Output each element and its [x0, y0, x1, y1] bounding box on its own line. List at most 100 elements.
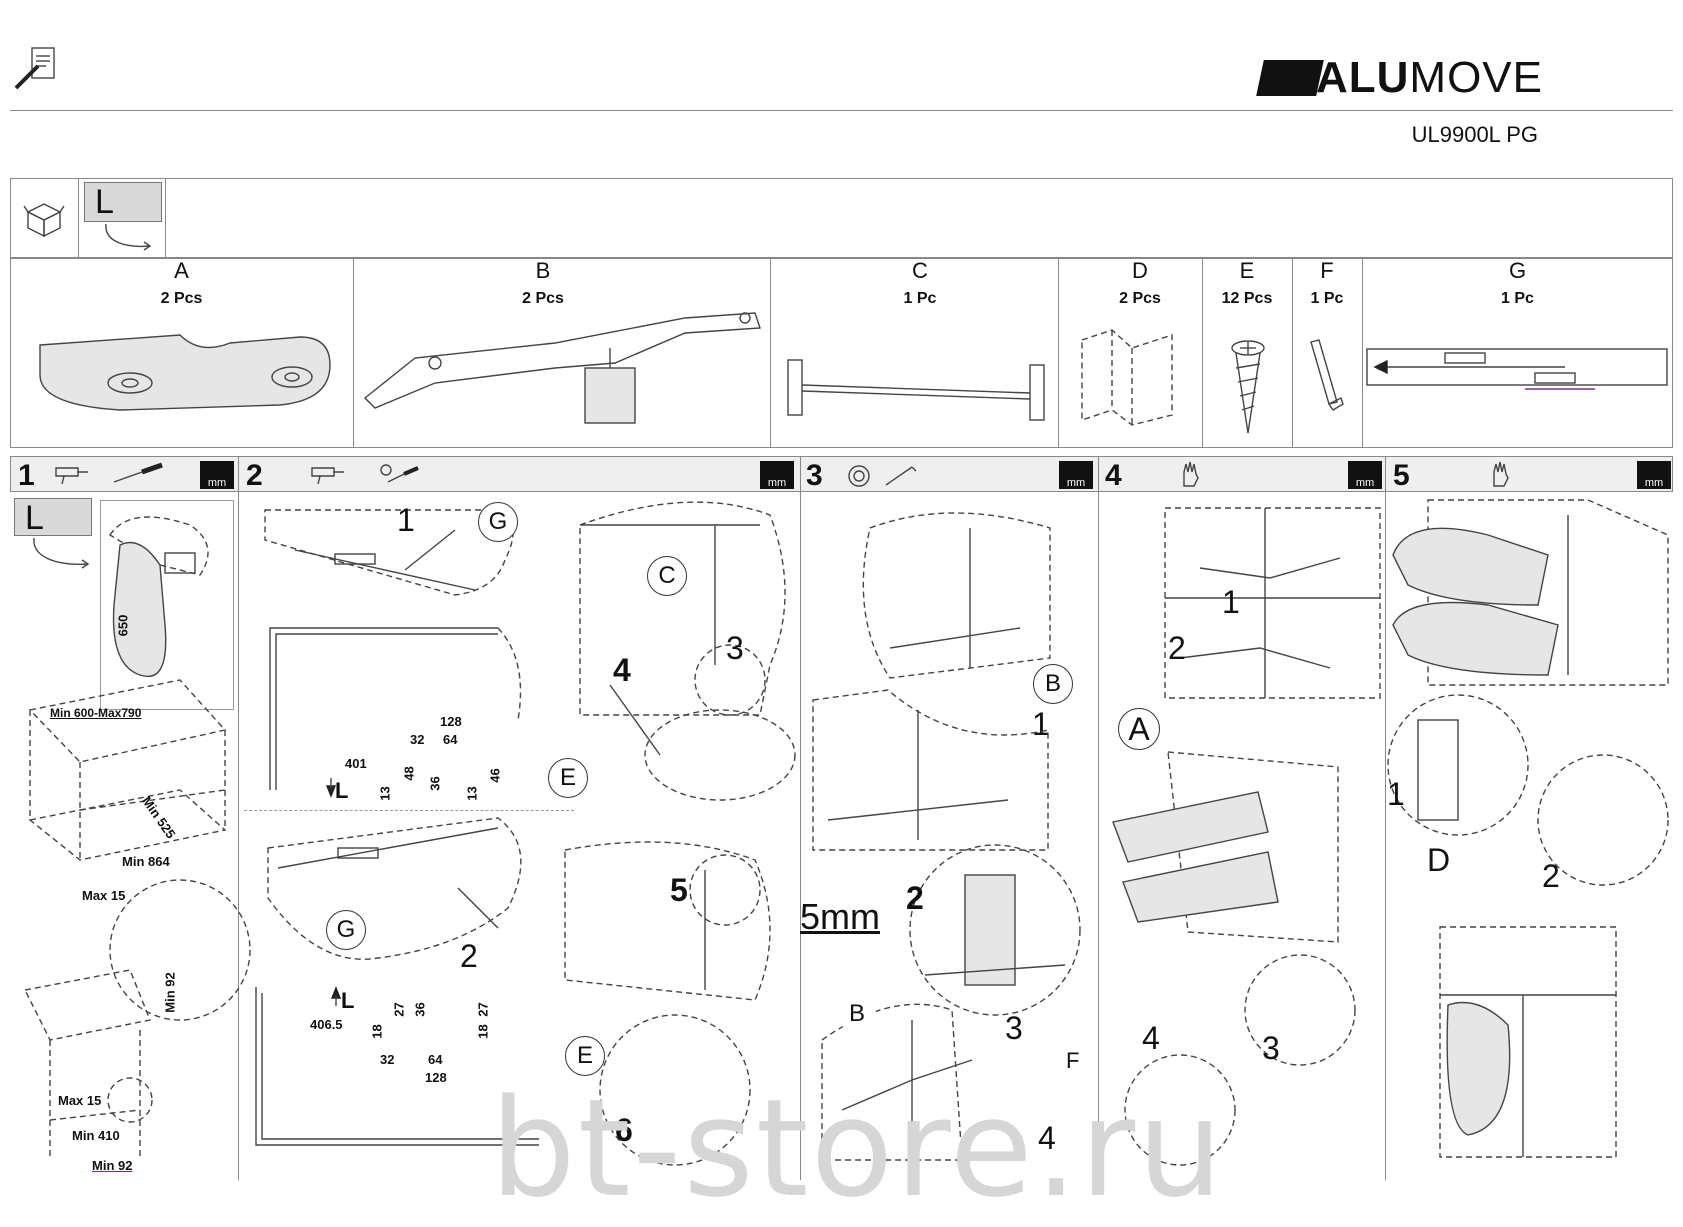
package-arrow: [105, 223, 152, 251]
dim-128-bottom: 128: [425, 1070, 447, 1085]
dim-27a: 27: [391, 1002, 407, 1017]
part-qty: 12 Pcs: [1221, 290, 1273, 307]
part-letter: D: [1132, 258, 1148, 283]
dim-36: 36: [427, 776, 443, 791]
step1-shelf-drawing: [109, 516, 209, 678]
callout-1: 1: [1387, 776, 1405, 812]
model-number: UL9900L PG: [1411, 122, 1538, 147]
callout-5: 5: [670, 872, 688, 908]
direction-l-top: L: [335, 778, 349, 803]
watermark: bt-store.ru: [490, 1070, 1225, 1227]
label-g-bottom: G: [326, 910, 366, 950]
part-qty: 1 Pc: [903, 290, 937, 307]
callout-1: 1: [397, 502, 415, 538]
part-b: B 2 Pcs: [353, 258, 733, 308]
screwdriver-icon: [380, 464, 419, 483]
callout-1: 1: [1032, 706, 1050, 742]
step-number-2: 2: [246, 459, 263, 492]
part-c-post-drawing: [787, 359, 1045, 421]
arrow-down-icon: [325, 778, 337, 798]
part-qty: 2 Pcs: [1119, 290, 1161, 307]
part-e: E 12 Pcs: [1202, 258, 1292, 308]
step2-wall-bottom-drawing: [255, 987, 539, 1146]
washer-icon: [848, 465, 870, 487]
dim-18b: 18: [475, 1024, 491, 1039]
dim-36b: 36: [412, 1002, 428, 1017]
part-f: F 1 Pc: [1292, 258, 1362, 308]
dim-46: 46: [487, 768, 503, 783]
package-panel: [10, 178, 1673, 258]
label-g: G: [478, 502, 518, 542]
step5-detail-drawing: [1387, 694, 1669, 886]
dim-64-bottom: 64: [428, 1052, 443, 1067]
label-b-bottom: B: [838, 995, 876, 1033]
callout-6: 6: [615, 1112, 633, 1148]
step2-template-bottom-drawing: [267, 817, 522, 960]
callout-2: 2: [460, 938, 478, 974]
dim-27b: 27: [475, 1002, 491, 1017]
part-qty: 1 Pc: [1310, 290, 1344, 307]
dim-width: Min 600-Max790: [50, 706, 142, 720]
part-qty: 2 Pcs: [522, 290, 564, 307]
document-pencil-icon: [12, 44, 62, 94]
part-letter: G: [1508, 258, 1527, 283]
dim-min410: Min 410: [72, 1128, 120, 1143]
hand-icon: [1183, 461, 1199, 487]
step1-detail-drawing: [23, 879, 251, 1160]
direction-l-bottom: L: [341, 988, 355, 1013]
step1-shelf-frame: [100, 500, 234, 710]
dim-min864: Min 864: [122, 854, 170, 869]
part-a: A 2 Pcs: [10, 258, 353, 308]
label-f: F: [1066, 1048, 1080, 1073]
step1-cabinet-drawing: [28, 679, 227, 861]
callout-3: 3: [1005, 1010, 1023, 1046]
brand-name-bold: ALU: [1315, 53, 1410, 102]
label-e-top: E: [548, 758, 588, 798]
step-number-1: 1: [18, 459, 35, 492]
callout-2: 2: [1168, 630, 1186, 666]
dim-13b: 13: [464, 786, 480, 801]
part-g-template-drawing: [1366, 348, 1668, 390]
step-number-4: 4: [1105, 459, 1122, 492]
step3-cabinet-middle-drawing: [812, 689, 1049, 851]
dim-min92-vertical: Min 92: [162, 972, 178, 1013]
part-e-screw-drawing: [1231, 340, 1265, 434]
brand-logo: ALU MOVE: [1256, 53, 1543, 102]
screwdriver-icon: [113, 462, 163, 483]
callout-2: 2: [906, 880, 924, 916]
step2-cabinet-top-drawing: [579, 501, 796, 801]
part-letter: F: [1320, 258, 1334, 283]
dim-min92: Min 92: [92, 1158, 133, 1173]
callout-4: 4: [1142, 1020, 1160, 1056]
step4-detail-drawing: [1124, 954, 1356, 1166]
step-number-5: 5: [1393, 459, 1410, 492]
part-g: G 1 Pc: [1362, 258, 1673, 308]
drill-icon: [311, 467, 344, 485]
dim-64: 64: [443, 732, 458, 747]
callout-1: 1: [1222, 584, 1240, 620]
brand-name-light: MOVE: [1409, 53, 1543, 102]
label-e-bottom: E: [565, 1036, 605, 1076]
step5-cabinet-top-drawing: [1392, 499, 1669, 686]
label-d: D: [1427, 842, 1451, 878]
step3-detail-drawing: [909, 844, 1081, 1016]
dim-max15-top: Max 15: [82, 888, 126, 903]
part-letter: E: [1239, 258, 1255, 283]
dim-5mm: 5mm: [800, 896, 880, 937]
part-qty: 2 Pcs: [160, 290, 203, 307]
callout-3: 3: [1262, 1030, 1280, 1066]
callout-3: 3: [726, 630, 744, 666]
callout-4: 4: [1038, 1120, 1056, 1156]
label-c: C: [647, 556, 687, 596]
step1-label-l: L: [14, 498, 92, 537]
callout-4: 4: [613, 652, 631, 688]
callout-2: 2: [1542, 858, 1560, 894]
part-d: D 2 Pcs: [1058, 258, 1222, 308]
step4-cabinet-bottom-drawing: [1112, 751, 1339, 943]
part-f-allen-key-drawing: [1310, 339, 1344, 411]
dim-48: 48: [401, 766, 417, 781]
millimeter-icon: mm: [1059, 461, 1093, 489]
part-qty: 1 Pc: [1501, 290, 1534, 307]
step2-wall-top-drawing: [269, 627, 522, 790]
dim-18a: 18: [369, 1024, 385, 1039]
